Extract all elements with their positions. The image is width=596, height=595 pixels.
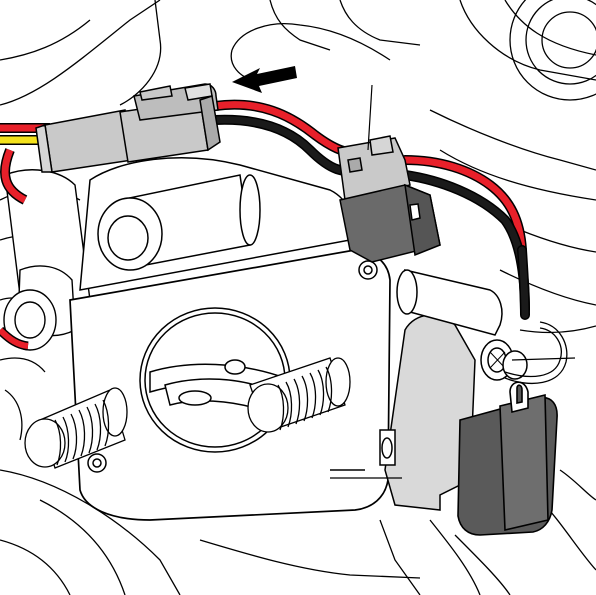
threaded-stud-right	[247, 357, 351, 433]
threaded-stud-left	[24, 387, 128, 469]
module-lead-wire	[504, 321, 568, 385]
callout-leader-lines	[330, 84, 576, 479]
left-housing-boss	[3, 169, 91, 351]
mounting-bracket	[379, 269, 528, 511]
right-socket-connector	[337, 135, 441, 263]
ignition-module	[457, 381, 558, 536]
arrow-left-icon	[232, 66, 297, 93]
left-plug-connector	[35, 83, 221, 173]
leader-bolt	[511, 357, 576, 361]
leader-connector	[367, 84, 373, 151]
